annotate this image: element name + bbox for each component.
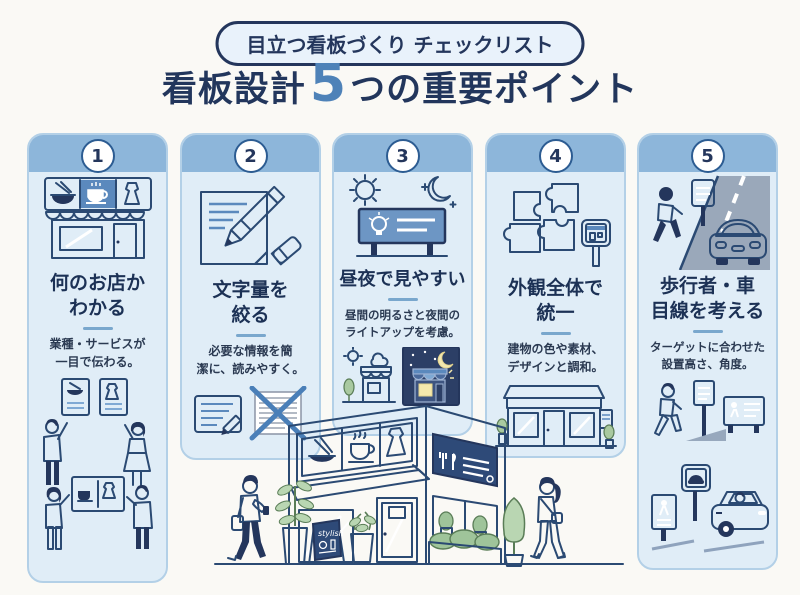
awning-scallops [44, 211, 145, 220]
card-4-divider [540, 332, 571, 336]
card-3-desc: 昼間の明るさと夜間の ライトアップを考慮。 [345, 308, 460, 340]
card-4-number-badge: 4 [538, 139, 573, 173]
low-panel-sign [722, 395, 765, 433]
dress-icon [386, 427, 406, 457]
badge-label: 目立つ看板づくり チェックリスト [246, 33, 554, 57]
card-3: 3 [332, 133, 473, 436]
sign-ramen [60, 378, 90, 417]
window-plant [349, 511, 377, 563]
menu-sign-dark [432, 432, 498, 488]
walking-man [227, 475, 269, 561]
big-front-sign [296, 417, 418, 483]
sun-icon [348, 174, 381, 206]
a-board-text: stylish [318, 529, 344, 538]
sign-cafe-dress [70, 476, 125, 513]
card-5-divider [692, 330, 723, 334]
walking-person [653, 382, 682, 436]
sun-moon-signboard-icon [348, 174, 456, 257]
card-2-heading: 文字量を 絞る [212, 279, 289, 326]
card-4-heading: 外観全体で 統一 [507, 277, 603, 324]
title-suffix: つの重要ポイント [350, 70, 639, 110]
small-sign-on-pole [690, 179, 715, 226]
pedestrian-figure [652, 187, 683, 242]
title-prefix: 看板設計 [161, 70, 306, 110]
title-number: 5 [309, 54, 347, 114]
card-1-number-badge: 1 [80, 139, 115, 173]
storefront-sign-icon [43, 177, 152, 259]
awning [290, 464, 430, 501]
card-1-heading: 何のお店か わかる [49, 272, 145, 319]
ramen-bowl-icon [308, 437, 336, 462]
card-5-heading: 歩行者・車 目線を考える [650, 275, 765, 322]
card-5-number-badge: 5 [690, 139, 725, 173]
card-2-desc: 必要な情報を簡 潔に、読みやすく。 [196, 344, 305, 376]
eraser [270, 236, 302, 266]
card-3-heading: 昼夜で見やすい [339, 269, 466, 290]
card-5-desc: ターゲットに合わせた 設置高さ、角度。 [650, 340, 765, 372]
pole-sign [685, 379, 726, 441]
page-title: 看板設計 5 つの重要ポイント [0, 58, 800, 112]
header-badge: 目立つ看板づくり チェックリスト [215, 21, 585, 66]
tall-potted-plant [275, 480, 315, 565]
coffee-cup-icon [85, 182, 108, 204]
planter-shrubs [428, 529, 502, 565]
dress-icon [123, 182, 140, 205]
card-1-desc: 業種・サービスが 一目で伝わる。 [49, 337, 146, 369]
cross-x-icon [249, 386, 306, 441]
person-man-bottom-right [125, 485, 153, 550]
coffee-cup-icon [348, 431, 375, 463]
pedestrian-car-road-icon [652, 175, 770, 270]
card-1: 1 [27, 133, 168, 583]
walking-woman [530, 477, 566, 559]
puzzle-pieces-shop-sign-icon [502, 183, 611, 267]
card-2-number-badge: 2 [233, 139, 268, 173]
people-comparing-signs-illustration [42, 378, 153, 551]
clean-sign-vs-crossed-out-sign-illustration [193, 386, 306, 441]
puzzle-pieces [502, 183, 579, 253]
shop-sign-on-post [580, 219, 611, 267]
card-1-divider [82, 327, 113, 331]
card-2-divider [235, 334, 266, 338]
crossed-out-sign [249, 386, 306, 441]
fork-knife-icon [439, 452, 456, 470]
card-4: 4 外観全体で 統一 建物の色や素材、 デザインと調和。 [485, 133, 626, 458]
day-night-storefront-illustration [341, 346, 460, 406]
shop-door [376, 497, 418, 563]
card-3-number-badge: 3 [385, 139, 420, 173]
pedestrian-and-driver-signs-illustration [650, 379, 769, 553]
car-front [708, 219, 767, 265]
card-4-desc: 建物の色や素材、 デザインと調和。 [507, 342, 604, 374]
clean-sign [193, 395, 242, 436]
street-tree [502, 497, 526, 567]
road-stripes [651, 539, 764, 553]
paper-pencil-eraser-icon [199, 185, 302, 266]
person-woman-bottom-left [44, 487, 70, 551]
person-woman-right [122, 422, 151, 487]
card-3-divider [387, 298, 418, 302]
car-side-with-driver [710, 490, 769, 537]
card-5: 5 [637, 133, 778, 570]
lit-signboard [355, 207, 448, 257]
person-man-left [42, 419, 68, 486]
night-scene [401, 346, 460, 406]
hero-illustration: stylish [214, 405, 624, 567]
pedestrian-sign-low [650, 493, 677, 541]
sign-dress [98, 378, 128, 417]
a-frame-board: stylish [308, 518, 345, 565]
ramen-bowl-icon [49, 181, 76, 204]
moon-icon [420, 176, 456, 208]
pencil [223, 185, 285, 247]
car-sign-on-pole [680, 463, 711, 521]
day-scene [341, 346, 396, 403]
card-2: 2 文字量を 絞る 必要な情報を簡 潔に、読みやすく。 [180, 133, 321, 460]
